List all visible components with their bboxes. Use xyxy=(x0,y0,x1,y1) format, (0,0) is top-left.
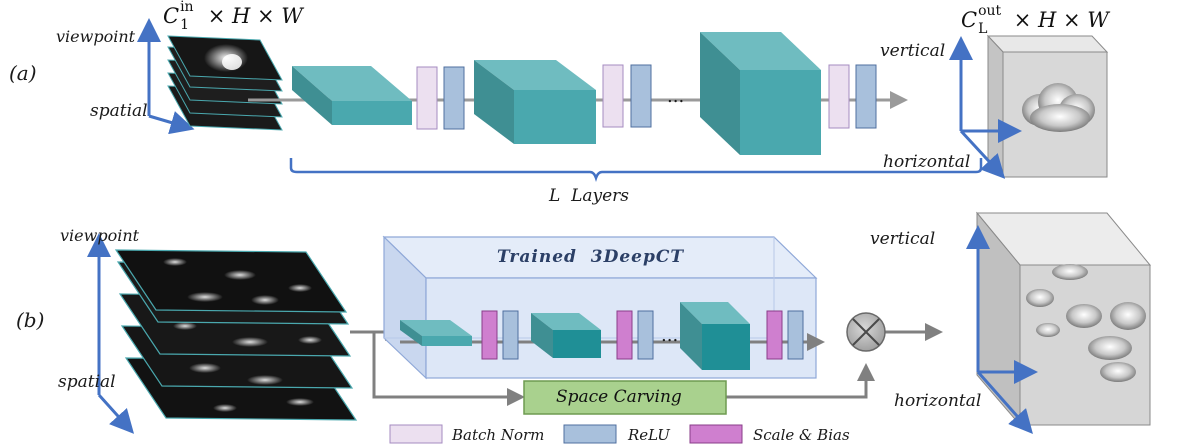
panel-a-network xyxy=(248,32,908,155)
legend-swatch-scale-bias xyxy=(689,424,743,444)
panel-b-network xyxy=(400,302,825,370)
legend-label-scale-bias: Scale & Bias xyxy=(753,426,850,444)
panel-b-input-stack xyxy=(114,249,358,421)
panel-a-ellipsis: ... xyxy=(667,86,685,107)
panel-a-axis-spatial: spatial xyxy=(90,101,148,121)
layers-brace xyxy=(289,158,983,182)
panel-b-ellipsis: ... xyxy=(661,325,679,346)
panel-b-output-axes xyxy=(966,225,1038,434)
panel-a-axis-viewpoint: viewpoint xyxy=(56,27,136,46)
space-carving-box xyxy=(523,380,727,415)
panel-b-axes xyxy=(87,233,135,434)
panel-a-input-stack xyxy=(167,35,283,131)
panel-b-label: (b) xyxy=(16,308,45,332)
space-carving-label: Space Carving xyxy=(556,387,682,407)
panel-b-flow xyxy=(350,323,943,406)
legend-swatch-batch-norm xyxy=(389,424,443,444)
panel-b-axis-horizontal: horizontal xyxy=(894,391,982,411)
panel-b-clouds xyxy=(1026,264,1146,382)
panel-a-output-axes xyxy=(949,36,1022,179)
panel-b-output-cube xyxy=(975,211,1152,427)
panel-b-axis-viewpoint: viewpoint xyxy=(60,226,140,245)
panel-a-axes xyxy=(137,18,195,135)
panel-a-axis-vertical: vertical xyxy=(880,41,946,61)
layers-label: L Layers xyxy=(549,186,630,206)
legend-label-relu: ReLU xyxy=(628,426,670,444)
multiply-operator-icon xyxy=(846,312,886,352)
panel-b-axis-vertical: vertical xyxy=(870,229,936,249)
trained-3deepct-title: Trained 3DeepCT xyxy=(497,247,685,267)
legend-label-batch-norm: Batch Norm xyxy=(452,426,545,444)
panel-a-output-cube xyxy=(986,34,1109,179)
panel-a-cloud xyxy=(1022,83,1095,132)
panel-a-label: (a) xyxy=(9,61,37,85)
legend xyxy=(389,424,743,444)
panel-a-axis-horizontal: horizontal xyxy=(883,152,971,172)
legend-swatch-relu xyxy=(563,424,617,444)
panel-b-axis-spatial: spatial xyxy=(58,372,116,392)
